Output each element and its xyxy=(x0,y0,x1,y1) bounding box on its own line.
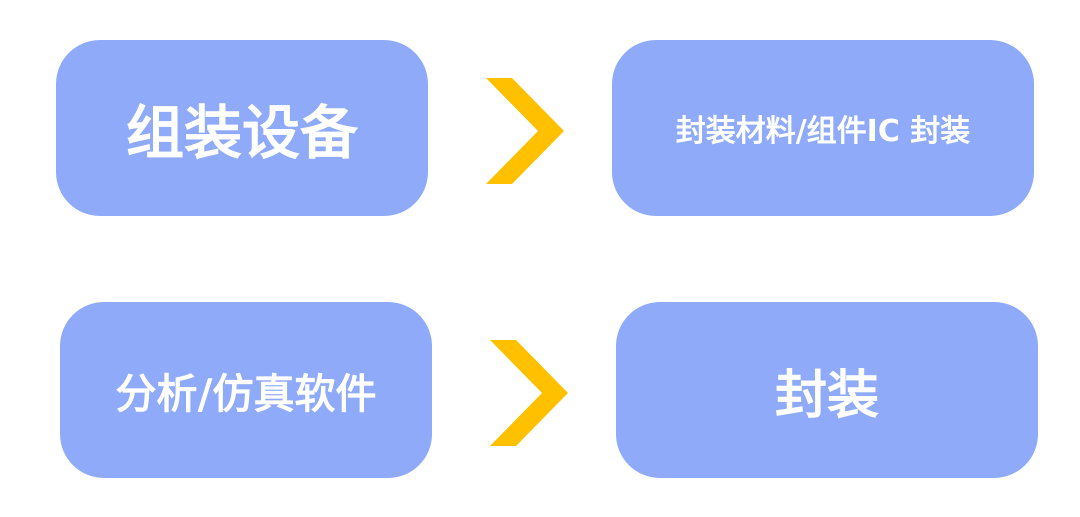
node-packaging-materials: 封装材料/组件IC 封装 xyxy=(612,40,1034,216)
node-analysis-simulation-software: 分析/仿真软件 xyxy=(60,302,432,478)
node-label: 封装 xyxy=(774,365,879,426)
node-packaging: 封装 xyxy=(616,302,1038,478)
node-label: 封装材料/组件IC 封装 xyxy=(675,114,971,149)
node-label: 组装设备 xyxy=(125,99,358,167)
node-label: 分析/仿真软件 xyxy=(115,370,377,418)
chevron-right-icon xyxy=(490,340,570,446)
node-assembly-equipment: 组装设备 xyxy=(56,40,428,216)
chevron-right-icon xyxy=(486,78,566,184)
